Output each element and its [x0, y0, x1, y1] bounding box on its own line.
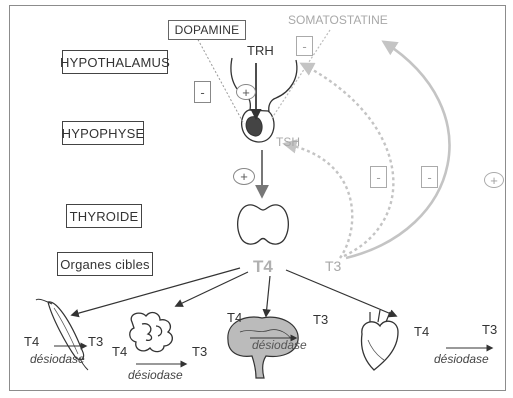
thyroide-box: THYROIDE — [66, 204, 142, 228]
intestine-t3: T3 — [192, 344, 207, 359]
hypophyse-box: HYPOPHYSE — [62, 121, 144, 145]
intestine-illustration — [130, 313, 173, 352]
t3-center-label: T3 — [325, 258, 341, 274]
organes-cibles-box: Organes cibles — [57, 252, 153, 276]
trh-plus-sign: + — [236, 84, 256, 100]
t3-hypothalamus-minus-sign: - — [421, 166, 438, 188]
somatostatine-label: SOMATOSTATINE — [288, 13, 388, 27]
heart-t3: T3 — [482, 322, 497, 337]
heart-t4: T4 — [414, 324, 429, 339]
heart-desiodase: désiodase — [434, 352, 489, 366]
t3-somatostatine-plus-sign: + — [484, 172, 504, 188]
dopamine-box: DOPAMINE — [168, 20, 246, 40]
hypothalamus-box: HYPOTHALAMUS — [62, 50, 168, 74]
t4-center-label: T4 — [253, 257, 273, 277]
t4-to-heart-arrow — [286, 270, 396, 316]
t3-pituitary-minus-sign: - — [370, 166, 387, 188]
muscle-t3: T3 — [88, 334, 103, 349]
dopamine-line — [196, 36, 244, 124]
intestine-desiodase: désiodase — [128, 368, 183, 382]
brain-desiodase: désiodase — [252, 338, 307, 352]
t3-feedback-to-hypothalamus — [302, 64, 393, 256]
t3-stimulates-somatostatine — [346, 42, 449, 258]
t3-feedback-to-pituitary — [285, 144, 352, 258]
t4-to-intestine-arrow — [176, 272, 248, 306]
tsh-plus-sign: + — [233, 168, 255, 185]
heart-illustration — [362, 310, 399, 370]
dopamine-minus-sign: - — [194, 81, 211, 103]
thyroid-gland — [238, 205, 289, 244]
trh-label: TRH — [247, 43, 274, 58]
somatostatine-minus-sign: - — [296, 36, 313, 56]
t4-to-brain-arrow — [266, 276, 270, 316]
muscle-t4: T4 — [24, 334, 39, 349]
hypothalamus-outline-right — [269, 60, 297, 112]
brain-t3: T3 — [313, 312, 328, 327]
muscle-desiodase: désiodase — [30, 352, 85, 366]
intestine-t4: T4 — [112, 344, 127, 359]
tsh-label: TSH — [276, 135, 300, 149]
brain-t4: T4 — [227, 310, 242, 325]
